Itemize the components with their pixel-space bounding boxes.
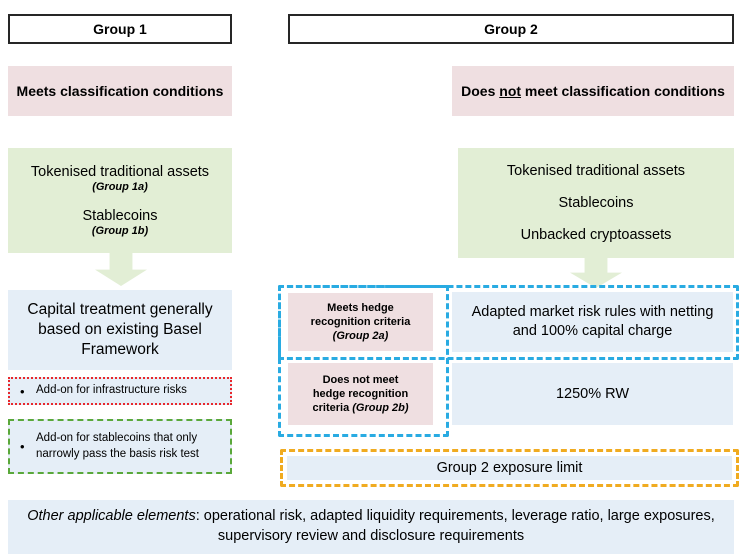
- group1-header-label: Group 1: [93, 21, 147, 37]
- group1-addon-infrastructure-label: Add-on for infrastructure risks: [36, 384, 187, 397]
- group1-treatment-box: Capital treatment generally based on exi…: [8, 290, 232, 370]
- group1-condition-box: Meets classification conditions: [8, 66, 232, 116]
- group2a-sub: (Group 2a): [332, 330, 389, 343]
- group2-condition-label: Does not meet classification conditions: [461, 82, 725, 100]
- group2-condition-suffix: meet classification conditions: [521, 82, 725, 99]
- group1-assets-box: Tokenised traditional assets (Group 1a) …: [8, 148, 232, 253]
- group2-header: Group 2: [288, 14, 734, 44]
- group1-down-arrow-icon: [95, 252, 147, 286]
- group2-asset-2: Stablecoins: [558, 194, 634, 211]
- group1-condition-label: Meets classification conditions: [16, 82, 224, 99]
- group2a-treatment-box: Adapted market risk rules with netting a…: [452, 292, 733, 352]
- group2b-criteria-box: Does not meet hedge recognition criteria…: [288, 363, 433, 425]
- group2-exposure-limit-box: Group 2 exposure limit: [287, 456, 732, 480]
- group2-condition-box: Does not meet classification conditions: [452, 66, 734, 116]
- group2b-sub: (Group 2b): [352, 402, 409, 415]
- group2a-criteria-label: Meets hedge recognition criteria (Group …: [311, 301, 411, 344]
- group2a-criteria-box: Meets hedge recognition criteria (Group …: [288, 293, 433, 351]
- group1-addon-stablecoins: • Add-on for stablecoins that only narro…: [8, 419, 232, 474]
- footer-rest: : operational risk, adapted liquidity re…: [195, 508, 715, 544]
- group2-condition-emphasis: not: [499, 82, 522, 99]
- footer-note: Other applicable elements: operational r…: [8, 500, 734, 554]
- group2b-criteria-label: Does not meet hedge recognition criteria…: [313, 373, 409, 416]
- group2-exposure-limit-label: Group 2 exposure limit: [436, 459, 583, 476]
- group1-asset-2: Stablecoins: [82, 207, 158, 224]
- group1-treatment-label: Capital treatment generally based on exi…: [27, 301, 213, 358]
- group2a-treatment-label: Adapted market risk rules with netting a…: [471, 304, 714, 339]
- group2b-line3: criteria: [312, 402, 353, 415]
- group2a-treatment-container: [278, 285, 739, 360]
- group2-down-arrow-icon: [570, 256, 622, 288]
- group2a-line1: Meets hedge: [327, 301, 394, 314]
- group1-addon-stablecoins-label: Add-on for stablecoins that only narrowl…: [36, 431, 199, 460]
- group2a-line2: recognition criteria: [310, 315, 411, 328]
- group2-asset-1: Tokenised traditional assets: [506, 162, 686, 179]
- group2-assets-box: Tokenised traditional assets Stablecoins…: [458, 148, 734, 258]
- group2b-line2: hedge recognition: [312, 387, 409, 400]
- footer-lead: Other applicable elements: [27, 508, 196, 525]
- group2b-line1: Does not meet: [322, 373, 399, 386]
- group1-asset-1: Tokenised traditional assets: [30, 164, 210, 181]
- group2-exposure-limit-container: Group 2 exposure limit: [280, 449, 739, 487]
- bullet-icon: •: [20, 439, 25, 454]
- group2-header-label: Group 2: [484, 21, 538, 37]
- group2b-treatment-box: 1250% RW: [452, 363, 733, 425]
- group2-asset-3: Unbacked cryptoassets: [520, 227, 672, 244]
- group1-addon-infrastructure: • Add-on for infrastructure risks: [8, 377, 232, 405]
- group1-header: Group 1: [8, 14, 232, 44]
- group1-asset-1-sub: (Group 1a): [92, 181, 148, 194]
- bullet-icon: •: [20, 383, 25, 399]
- group1-asset-2-sub: (Group 1b): [91, 224, 149, 237]
- footer-text: Other applicable elements: operational r…: [22, 507, 720, 546]
- group2b-treatment-label: 1250% RW: [555, 385, 630, 402]
- group2-condition-prefix: Does: [461, 82, 500, 99]
